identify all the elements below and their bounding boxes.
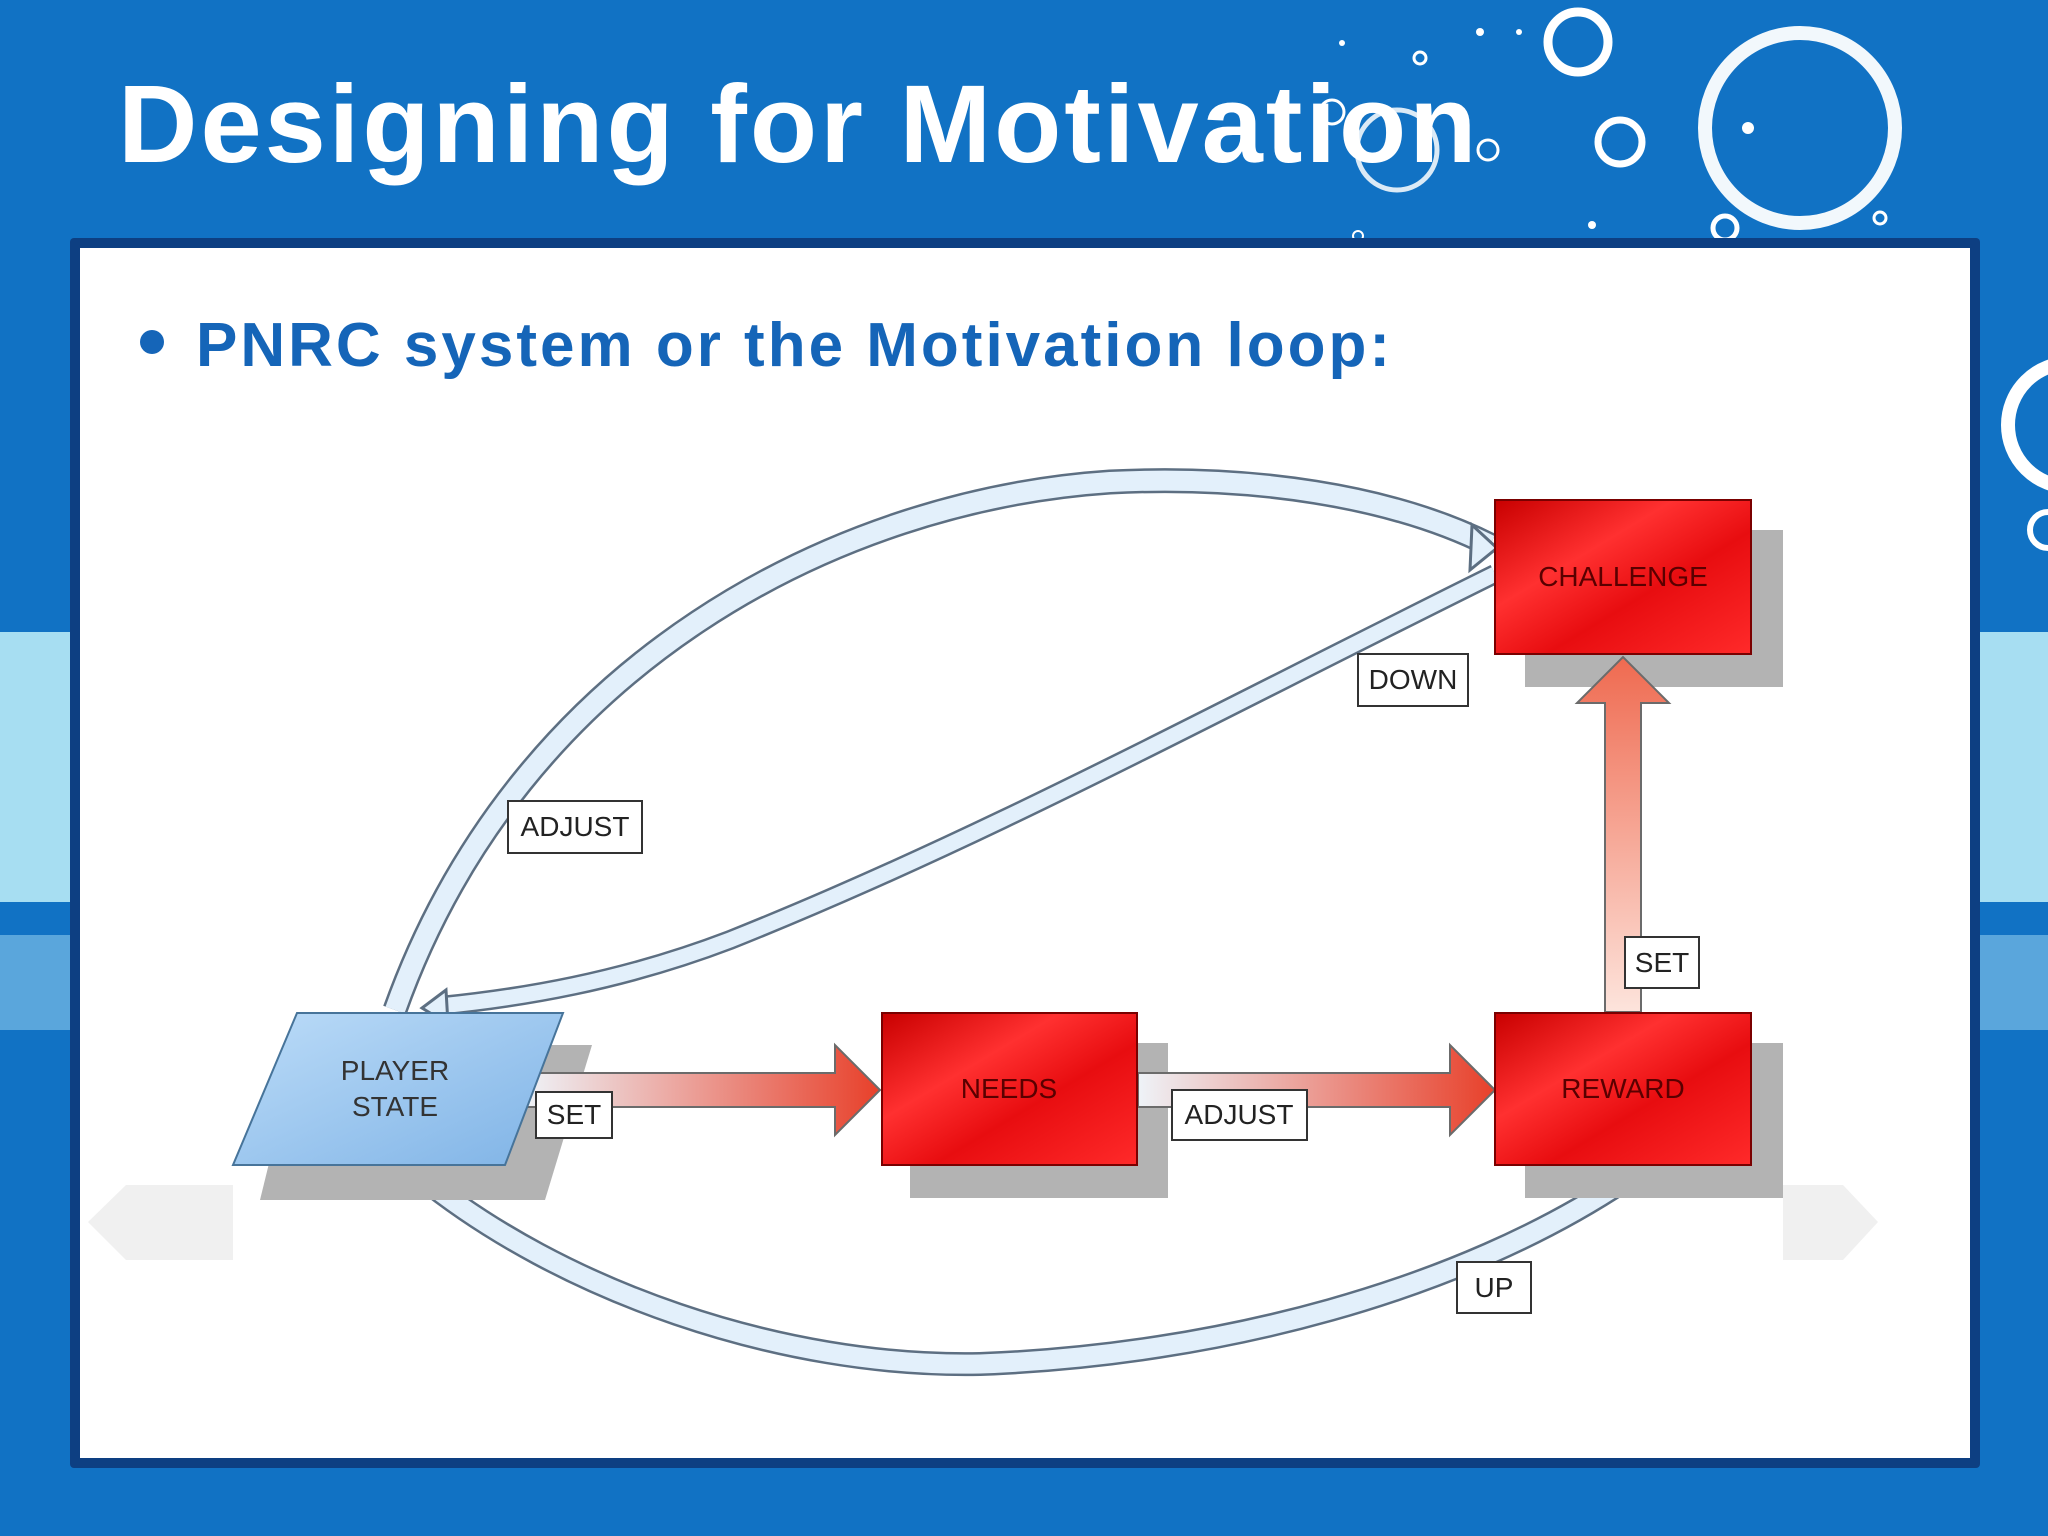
- player-state-line2: STATE: [352, 1091, 438, 1122]
- needs-node: [881, 1012, 1138, 1166]
- arrow-left-icon: [88, 1185, 233, 1260]
- player-state-line1: PLAYER: [341, 1055, 449, 1086]
- arrow-right-icon: [1783, 1185, 1878, 1260]
- next-slide-button[interactable]: [1783, 1185, 1883, 1260]
- content-panel: PNRC system or the Motivation loop:: [70, 238, 1980, 1468]
- slide-title: Designing for Motivation: [118, 63, 1480, 186]
- edge-label-set-1: SET: [547, 1099, 601, 1130]
- bullet-icon: [140, 329, 164, 354]
- needs-label: NEEDS: [961, 1073, 1057, 1104]
- bullet-text: PNRC system or the Motivation loop:: [196, 311, 1393, 380]
- label-box-set-player-needs: [535, 1091, 613, 1139]
- reward-label: REWARD: [1561, 1073, 1684, 1104]
- edge-label-down: DOWN: [1369, 664, 1458, 695]
- arrow-challenge-to-player: [439, 565, 1500, 1016]
- challenge-label: CHALLENGE: [1538, 561, 1708, 592]
- label-box-adjust-player-challenge: [507, 800, 643, 854]
- label-box-up: [1456, 1261, 1532, 1314]
- prev-slide-button[interactable]: [88, 1185, 238, 1260]
- bubbles-decoration: [1318, 7, 2048, 551]
- content-panel-inner: PNRC system or the Motivation loop:: [80, 248, 1970, 1458]
- edge-label-adjust-2: ADJUST: [521, 811, 630, 842]
- bullet-item: PNRC system or the Motivation loop:: [140, 310, 1393, 381]
- challenge-node: [1494, 499, 1752, 655]
- player-state-node: [231, 1012, 565, 1166]
- reward-node: [1494, 1012, 1752, 1166]
- label-box-set-reward-challenge: [1624, 936, 1700, 989]
- edge-label-adjust-1: ADJUST: [1185, 1099, 1294, 1130]
- label-box-adjust-needs-reward: [1171, 1089, 1308, 1141]
- edge-label-set-2: SET: [1635, 947, 1689, 978]
- label-box-down: [1357, 653, 1469, 707]
- edge-label-up: UP: [1475, 1272, 1514, 1303]
